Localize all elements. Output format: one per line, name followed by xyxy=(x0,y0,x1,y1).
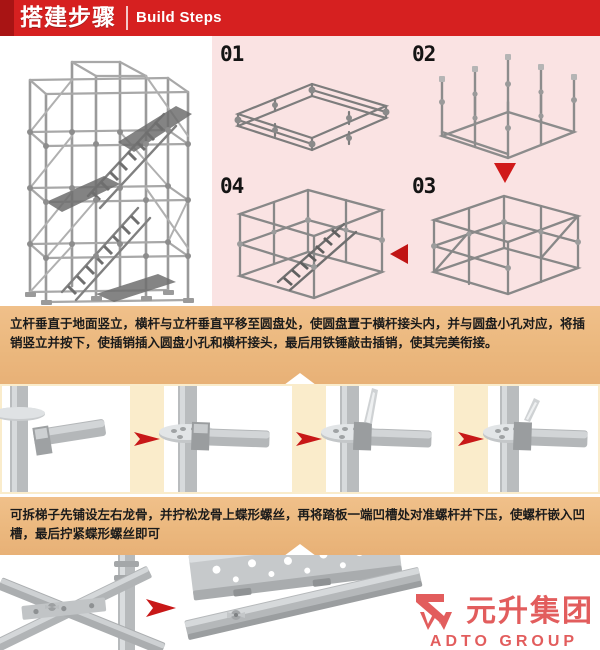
strip1-arrow-2 xyxy=(296,432,322,446)
connector-photo-4 xyxy=(483,386,598,492)
step-panel-02[interactable]: 02 xyxy=(408,40,596,168)
connector-photo-2 xyxy=(159,386,292,492)
instruction-band-2: 可拆梯子先铺设左右龙骨，并拧松龙骨上蝶形螺丝，再将踏板一端凹槽处对准螺杆并下压，… xyxy=(0,497,600,556)
tread-photo xyxy=(176,555,600,650)
stair-tread-photo-strip: 元升集团 ADTO GROUP xyxy=(0,555,600,650)
main-scaffolding-photo xyxy=(0,36,212,306)
connector-sequence-illustration xyxy=(0,384,600,494)
strip1-arrow-3 xyxy=(458,432,484,446)
wing-screw-icon xyxy=(227,610,245,620)
band-notch-2 xyxy=(284,544,316,556)
instruction-text-2: 可拆梯子先铺设左右龙骨，并拧松龙骨上蝶形螺丝，再将踏板一端凹槽处对准螺杆并下压，… xyxy=(10,507,586,541)
arrow-down-02-to-03 xyxy=(494,163,516,183)
strip-separator-1 xyxy=(0,494,600,497)
header-accent-bar xyxy=(0,0,14,36)
scaffolding-tower-illustration xyxy=(0,36,212,306)
strip2-arrow-1 xyxy=(146,599,176,617)
step-01-illustration xyxy=(234,82,390,152)
step-panel-grid: 01 xyxy=(212,36,600,306)
wedge-pin-seated xyxy=(524,398,540,422)
page-header: 搭建步骤 Build Steps xyxy=(0,0,600,36)
hero-section: 01 xyxy=(0,36,600,306)
connector-photo-strip xyxy=(0,384,600,494)
step-panel-03[interactable]: 03 xyxy=(408,172,596,302)
step-panel-01[interactable]: 01 xyxy=(216,40,402,168)
step-badge-04: 04 xyxy=(220,174,244,198)
connector-photo-3 xyxy=(321,386,454,492)
step-04-illustration xyxy=(236,188,386,300)
arrow-left-03-to-04 xyxy=(390,244,408,264)
connector-photo-1 xyxy=(0,386,130,492)
step-03-illustration xyxy=(430,194,582,296)
instruction-band-1: 立杆垂直于地面竖立，横杆与立杆垂直平移至圆盘处，使圆盘置于横杆接头内，并与圆盘小… xyxy=(0,306,600,385)
wedge-pin-upright xyxy=(364,388,378,424)
wing-bolt-icon xyxy=(45,603,59,611)
step-badge-03: 03 xyxy=(412,174,436,198)
header-divider xyxy=(126,6,128,30)
step-02-illustration xyxy=(438,54,578,160)
step-panel-04[interactable]: 04 xyxy=(216,172,402,302)
instruction-text-1: 立杆垂直于地面竖立，横杆与立杆垂直平移至圆盘处，使圆盘置于横杆接头内，并与圆盘小… xyxy=(10,316,586,350)
page-title-cn: 搭建步骤 xyxy=(20,5,116,31)
band-notch-1 xyxy=(284,373,316,385)
step-badge-02: 02 xyxy=(412,42,436,66)
stair-tread-sequence-illustration xyxy=(0,555,600,650)
step-badge-01: 01 xyxy=(220,42,244,66)
strip1-arrow-1 xyxy=(134,432,160,446)
page-title-en: Build Steps xyxy=(136,9,222,26)
